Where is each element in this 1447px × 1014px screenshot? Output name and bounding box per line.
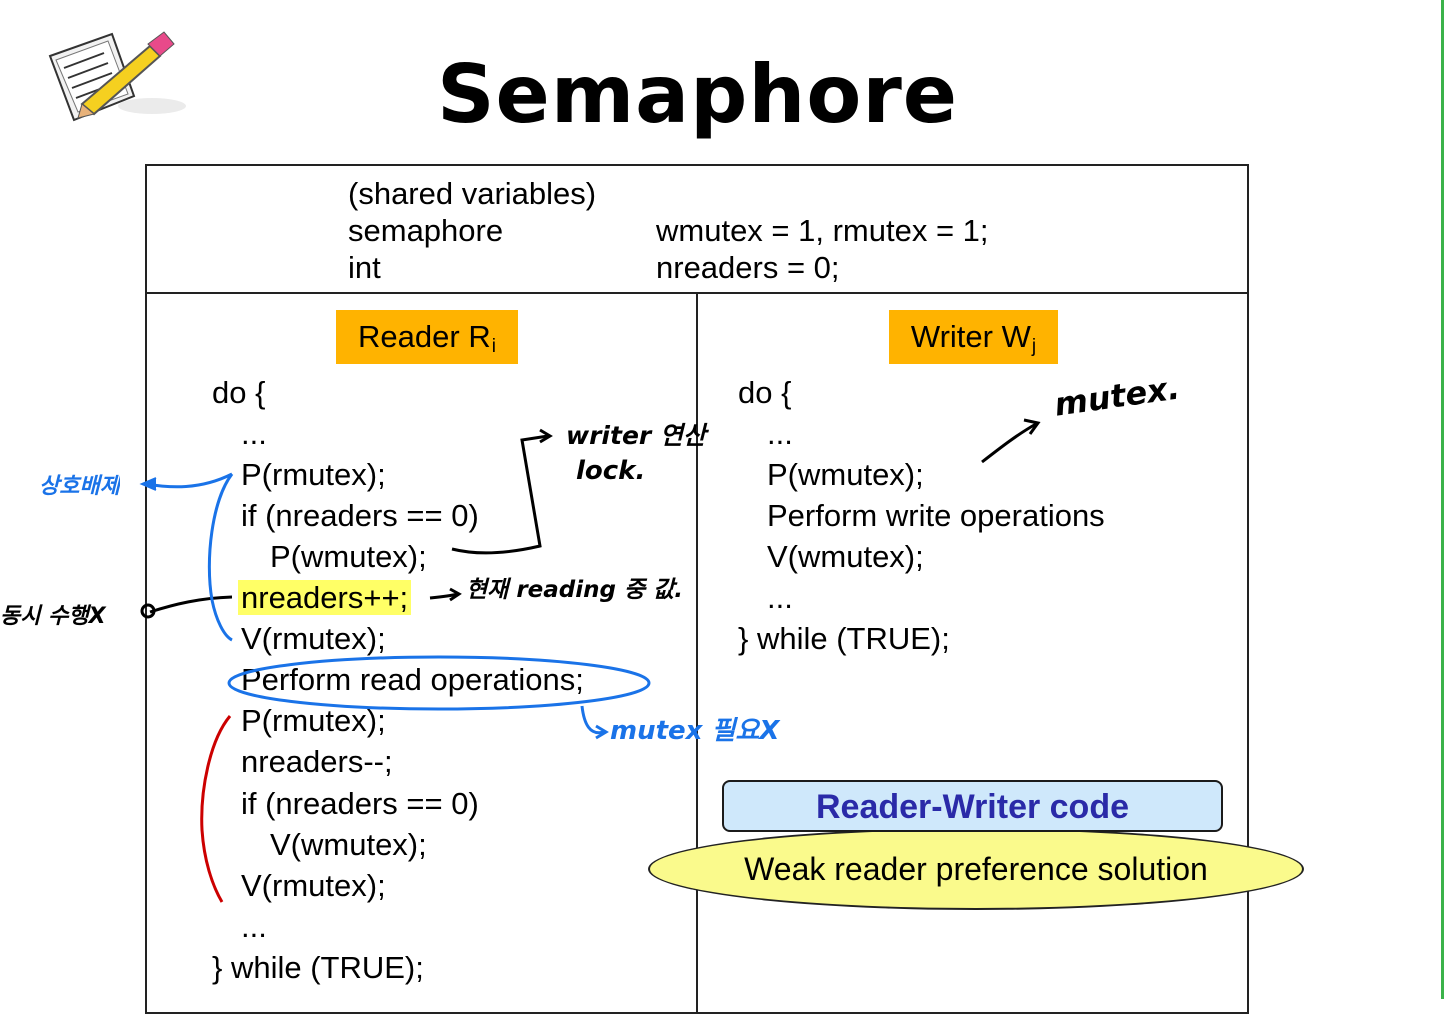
reader-code-line: V(rmutex); (241, 621, 386, 656)
ink-blue-ellipse (227, 655, 651, 711)
writer-code-line: P(wmutex); (767, 457, 924, 492)
writer-code-line: ... (767, 416, 793, 451)
shared-decl-value: nreaders = 0; (656, 250, 840, 285)
annotation-writer-lock: lock. (576, 456, 646, 486)
reader-code-line: } while (TRUE); (212, 950, 424, 985)
annotation-writer-lock: writer 연산 (566, 421, 706, 450)
annotation-left-top: 상호배제 (39, 474, 120, 499)
reader-code-line: V(rmutex); (241, 868, 386, 903)
ink-arrowhead (139, 477, 157, 491)
reader-header-subscript: i (491, 336, 496, 357)
annotation-left-mid: 동시 수행X (0, 604, 106, 629)
ink-bracket-stroke (451, 434, 549, 555)
reader-code-line: do { (212, 375, 266, 410)
shared-decl-type: int (348, 250, 381, 285)
ink-blue-bracket (207, 473, 234, 642)
notepad-pencil-icon (48, 31, 186, 122)
writer-header-subscript: j (1031, 336, 1037, 357)
reader-code-line: nreaders--; (241, 744, 393, 779)
ink-blue-arrow (145, 472, 233, 489)
shared-heading: (shared variables) (348, 176, 597, 211)
reader-code-line: V(wmutex); (270, 827, 427, 862)
reader-code-line: if (nreaders == 0) (241, 786, 479, 821)
annotation-current-reading: 현재 reading 중 값. (466, 577, 684, 603)
ink-arrowhead (539, 428, 553, 444)
reader-code-line: P(rmutex); (241, 457, 386, 492)
ink-red-bracket (200, 715, 232, 903)
reader-code-line: ... (241, 909, 267, 944)
reader-code-line: ... (241, 416, 267, 451)
ink-arrow-stroke (981, 422, 1037, 464)
writer-code-line: } while (TRUE); (738, 621, 950, 656)
reader-writer-code-label: Reader-Writer code (722, 780, 1223, 832)
reader-code-line-highlighted: nreaders++; (238, 580, 412, 615)
reader-code-line: Perform read operations; (241, 662, 584, 697)
reader-code-line: P(rmutex); (241, 703, 386, 738)
writer-code-line: ... (767, 580, 793, 615)
ink-circle-dot (140, 603, 156, 619)
ink-arrow-stroke (149, 595, 233, 614)
ink-arrowhead (1023, 418, 1041, 435)
writer-header-label: Writer W (910, 319, 1031, 354)
ink-blue-arrow (580, 705, 605, 735)
writer-code-line: V(wmutex); (767, 539, 924, 574)
shared-decl-type: semaphore (348, 213, 504, 248)
slide-title: Semaphore (436, 48, 959, 141)
ink-arrowhead (595, 724, 609, 740)
writer-code-line: do { (738, 375, 792, 410)
reader-header-label: Reader R (358, 319, 491, 354)
table-divider-vertical (696, 292, 698, 1012)
weak-reader-preference-ellipse: Weak reader preference solution (648, 828, 1304, 910)
writer-code-line: Perform write operations (767, 498, 1105, 533)
reader-code-line: P(wmutex); (270, 539, 427, 574)
annotation-mutex-not-needed: mutex 필요X (610, 716, 780, 746)
ink-arrowhead (449, 587, 462, 602)
slide-edge-line (1441, 0, 1444, 999)
shared-decl-value: wmutex = 1, rmutex = 1; (656, 213, 989, 248)
reader-code-line: if (nreaders == 0) (241, 498, 479, 533)
